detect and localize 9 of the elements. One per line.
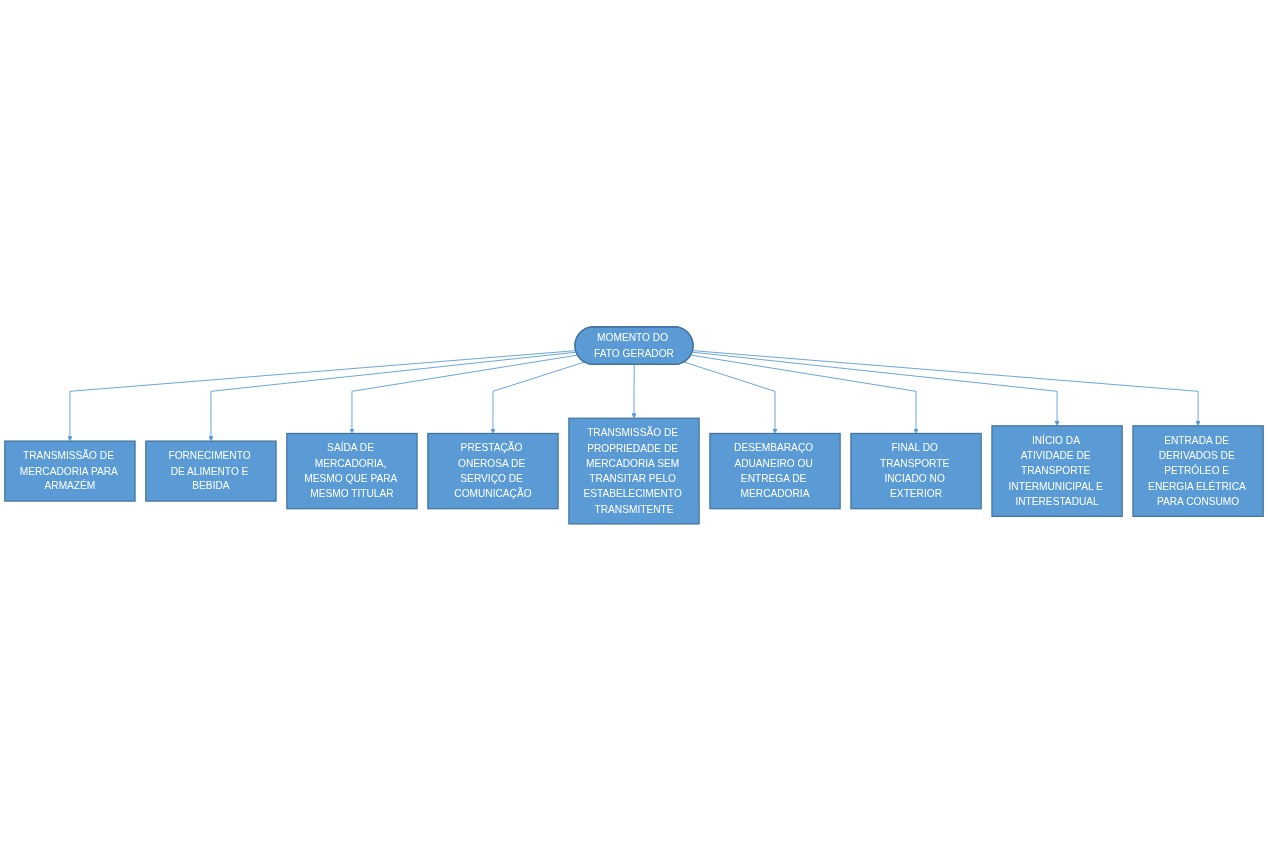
node-box: SAÍDA DE MERCADORIA, MESMO QUE PARA MESMO TITULAR (286, 432, 418, 509)
node-box: ENTRADA DE DERIVADOS DE PETRÓLEO E ENERGIA ELÉTRICA PARA CONSUMO (1132, 424, 1264, 517)
node-box: INÍCIO DA ATIVIDADE DE TRANSPORTE INTERMUNICIPAL E INTERESTADUAL (991, 424, 1123, 517)
node-box: FINAL DO TRANSPORTE INCIADO NO EXTERIOR (850, 432, 982, 509)
node-box: TRANSMISSÃO DE PROPRIEDADE DE MERCADORIA SEM TRANSITAR PELO ESTABELECIMENTO TRANSMITENTE (568, 417, 700, 525)
node-box: TRANSMISSÃO DE MERCADORIA PARA ARMAZÉM (4, 440, 136, 502)
node-box: PRESTAÇÃO ONEROSA DE SERVIÇO DE COMUNICAÇÃO (427, 432, 559, 509)
node-box: DESEMBARAÇO ADUANEIRO OU ENTREGA DE MERCADORIA (709, 432, 841, 509)
node-box: FORNECIMENTO DE ALIMENTO E BEBIDA (145, 440, 277, 502)
